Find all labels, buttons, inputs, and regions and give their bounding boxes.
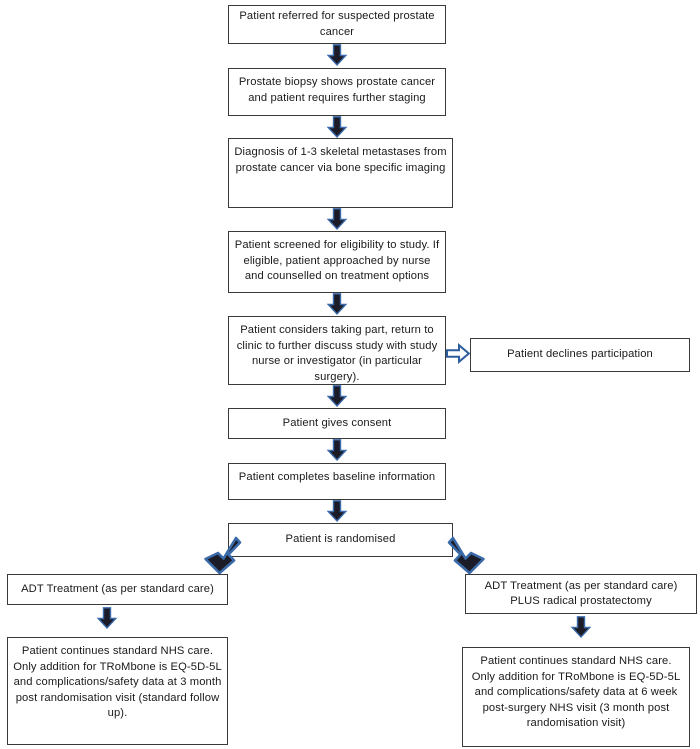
arrow-diagnosis-to-screening (326, 208, 348, 231)
node-label: Patient considers taking part, return to… (236, 324, 438, 383)
arrow-consent-to-baseline (326, 439, 348, 462)
node-patient-declines: Patient declines participation (470, 338, 690, 372)
arrow-baseline-to-randomised (326, 500, 348, 523)
node-patient-considers: Patient considers taking part, return to… (228, 316, 446, 385)
node-label: Diagnosis of 1-3 skeletal metastases fro… (234, 146, 447, 174)
arrow-considers-to-consent (326, 385, 348, 408)
node-baseline-information: Patient completes baseline information (228, 463, 446, 500)
node-patient-screened: Patient screened for eligibility to stud… (228, 231, 446, 293)
node-adt-standard-care: ADT Treatment (as per standard care) (7, 574, 228, 605)
node-label: ADT Treatment (as per standard care) (21, 582, 214, 595)
node-patient-consent: Patient gives consent (228, 408, 446, 439)
node-followup-6-week: Patient continues standard NHS care. Onl… (462, 647, 690, 747)
node-prostate-biopsy: Prostate biopsy shows prostate cancer an… (228, 68, 446, 116)
arrow-adt-left-to-followup (96, 607, 118, 630)
node-patient-referred: Patient referred for suspected prostate … (228, 5, 446, 44)
arrow-referral-to-biopsy (326, 44, 348, 67)
node-patient-randomised: Patient is randomised (228, 523, 453, 557)
arrow-adt-right-to-followup (570, 616, 592, 639)
node-label: Patient gives consent (282, 416, 392, 429)
node-label: Patient declines participation (507, 348, 653, 361)
arrow-randomised-to-adt-right (447, 532, 493, 578)
arrow-considers-to-declines (446, 343, 471, 364)
node-label: Patient is randomised (285, 533, 396, 546)
node-followup-3-month: Patient continues standard NHS care. Onl… (7, 637, 228, 745)
node-label: ADT Treatment (as per standard care) PLU… (484, 579, 678, 608)
arrow-screening-to-considers (326, 293, 348, 316)
node-label: Patient completes baseline information (238, 471, 436, 483)
node-diagnosis-metastases: Diagnosis of 1-3 skeletal metastases fro… (228, 138, 453, 208)
node-label: Patient referred for suspected prostate … (239, 10, 435, 38)
node-label: Prostate biopsy shows prostate cancer an… (238, 76, 436, 104)
node-label: Patient screened for eligibility to stud… (234, 239, 440, 282)
node-label: Patient continues standard NHS care. Onl… (13, 645, 222, 719)
node-adt-plus-prostatectomy: ADT Treatment (as per standard care) PLU… (465, 574, 697, 614)
arrow-randomised-to-adt-left (196, 532, 242, 578)
node-label: Patient continues standard NHS care. Onl… (471, 655, 681, 729)
arrow-biopsy-to-diagnosis (326, 116, 348, 139)
